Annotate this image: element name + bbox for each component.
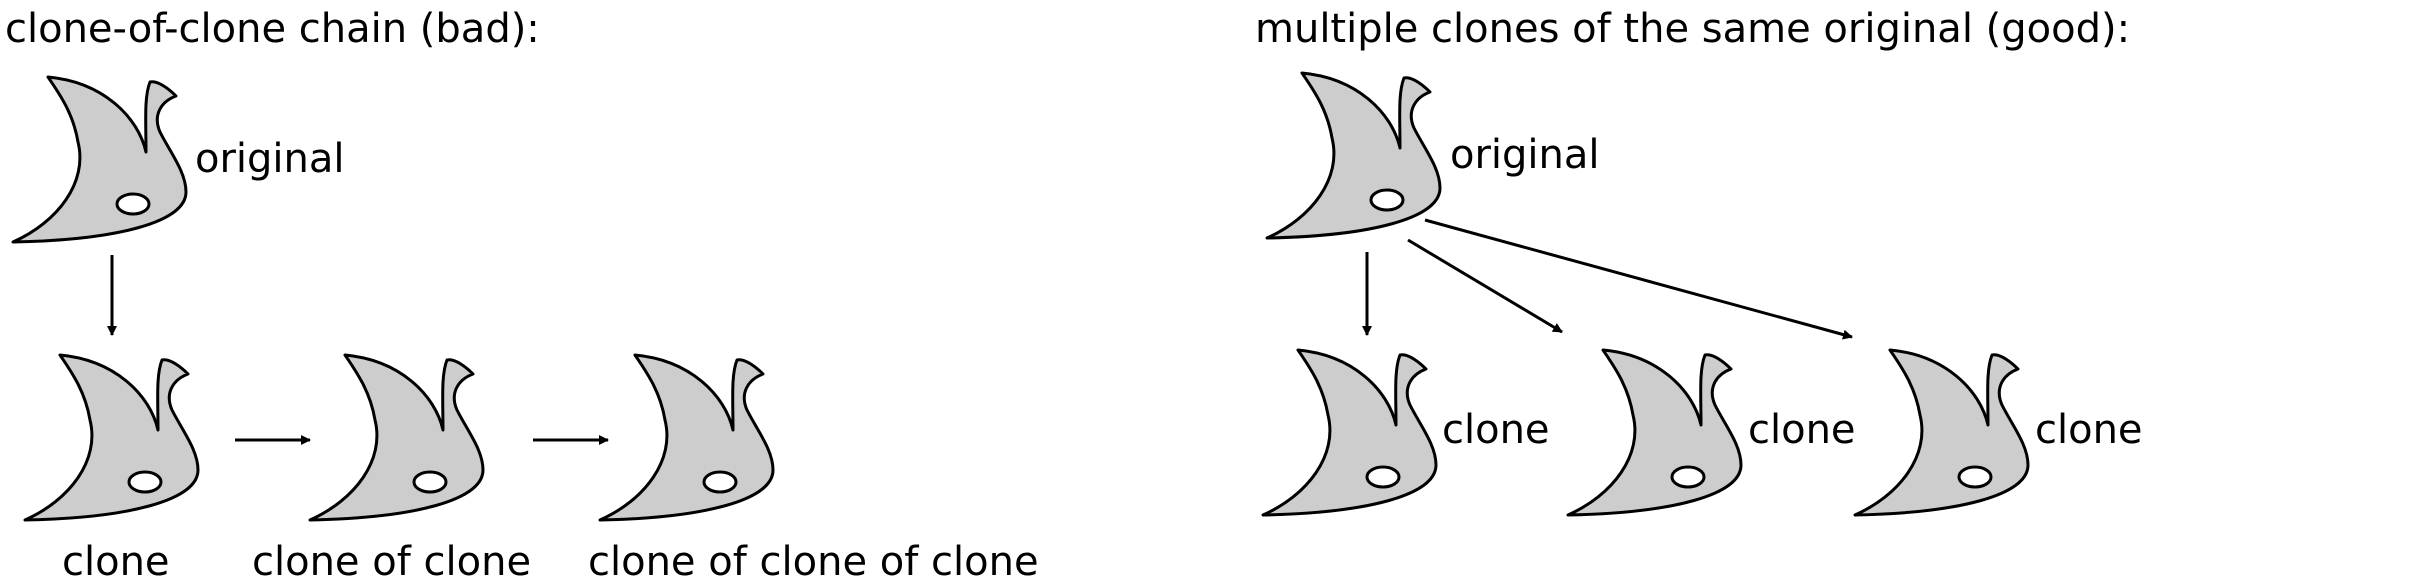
chain-clone-of-clone-of-clone-shape-icon — [598, 353, 775, 522]
fan-clone-3-label: clone — [2035, 407, 2143, 453]
fan-arrow-3 — [1424, 218, 1853, 340]
fan-clone-1-shape-icon — [1261, 348, 1438, 517]
fan-arrow-2 — [1407, 238, 1563, 334]
left-original-label: original — [195, 136, 345, 182]
chain-label-clone-of-clone-of-clone: clone of clone of clone — [588, 539, 1039, 580]
chain-label-clone: clone — [62, 539, 170, 580]
fan-clone-1-label: clone — [1442, 407, 1550, 453]
fan-clone-2-label: clone — [1748, 407, 1856, 453]
left-original-shape-icon — [11, 75, 188, 244]
chain-label-clone-of-clone: clone of clone — [252, 539, 531, 580]
chain-clone-shape-icon — [23, 353, 200, 522]
left-panel-heading: clone-of-clone chain (bad): — [5, 6, 540, 52]
fan-clone-2-shape-icon — [1566, 348, 1743, 517]
right-original-shape-icon — [1265, 71, 1442, 240]
chain-clone-of-clone-shape-icon — [308, 353, 485, 522]
right-panel-heading: multiple clones of the same original (go… — [1255, 6, 2130, 52]
right-original-label: original — [1450, 132, 1600, 178]
fan-clone-3-shape-icon — [1853, 348, 2030, 517]
